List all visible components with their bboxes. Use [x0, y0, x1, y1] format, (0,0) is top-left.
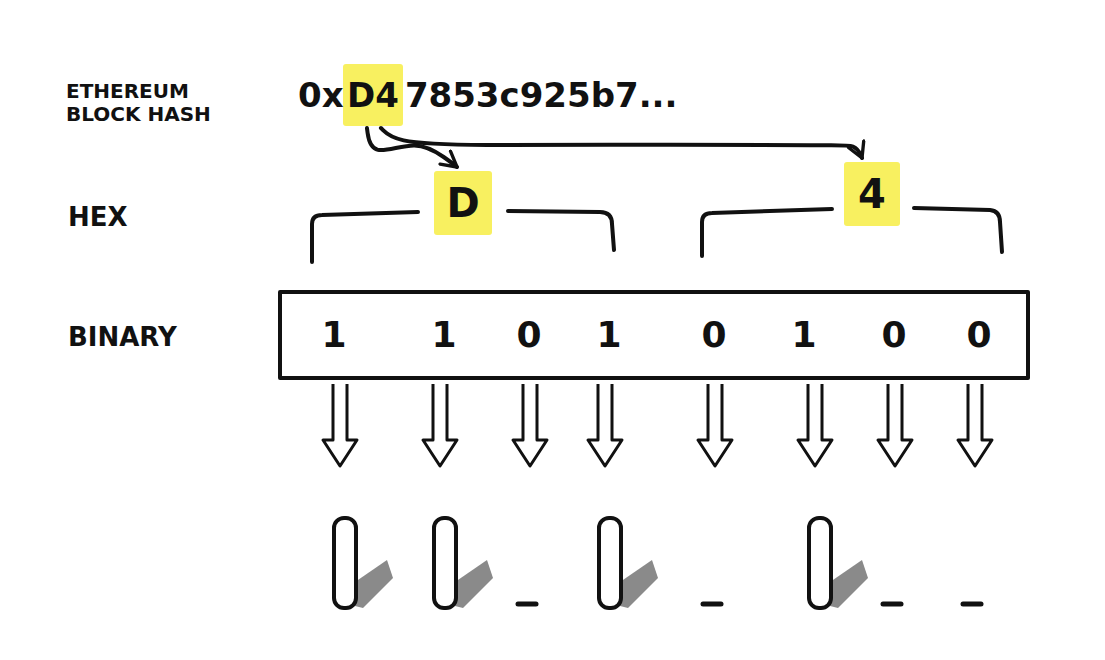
bit-digit: 0	[701, 317, 726, 353]
curved-arrow	[381, 128, 862, 158]
row-label: BINARY	[68, 324, 177, 350]
hex-bracket	[508, 211, 614, 250]
bit-arrow	[588, 384, 622, 466]
bit-digit: 1	[431, 317, 456, 353]
curved-arrow	[367, 128, 457, 167]
hex-digit-box: 4	[844, 162, 900, 226]
bar-gap	[883, 604, 901, 605]
bit-arrow	[878, 384, 912, 466]
bit-arrow	[958, 384, 992, 466]
bit-arrow	[698, 384, 732, 466]
binary-box: 1 1 0 1 0 1 0 0	[278, 290, 1030, 380]
bar-gap	[703, 604, 721, 605]
hex-digit: 4	[858, 174, 886, 214]
row-label: HEX	[68, 204, 128, 230]
hex-digit-box: D	[434, 171, 491, 235]
bar-gap	[518, 604, 536, 605]
bit-digit: 0	[881, 317, 906, 353]
bar-pillar	[334, 518, 393, 608]
bar-pillar	[599, 518, 658, 608]
hash-rest: 7853c925b7...	[405, 78, 678, 112]
bit-digit: 0	[966, 317, 991, 353]
hex-bracket	[312, 212, 418, 262]
bit-digit: 0	[516, 317, 541, 353]
hex-bracket	[702, 209, 832, 256]
hex-digit: D4	[347, 78, 399, 112]
bit-arrow	[323, 384, 357, 466]
bit-digit: 1	[596, 317, 621, 353]
highlight-box: D4	[343, 64, 403, 126]
bit-digit: 1	[791, 317, 816, 353]
bit-arrow	[513, 384, 547, 466]
bit-arrow	[423, 384, 457, 466]
source-label: ETHEREUM BLOCK HASH	[66, 80, 216, 126]
bar-pillar	[434, 518, 493, 608]
bit-digit: 1	[321, 317, 346, 353]
bit-arrow	[798, 384, 832, 466]
hex-digit: D	[446, 183, 479, 223]
bar-pillar	[809, 518, 868, 608]
bar-gap	[963, 604, 981, 605]
hash-prefix: 0x	[298, 78, 344, 112]
hex-bracket	[914, 208, 1002, 252]
